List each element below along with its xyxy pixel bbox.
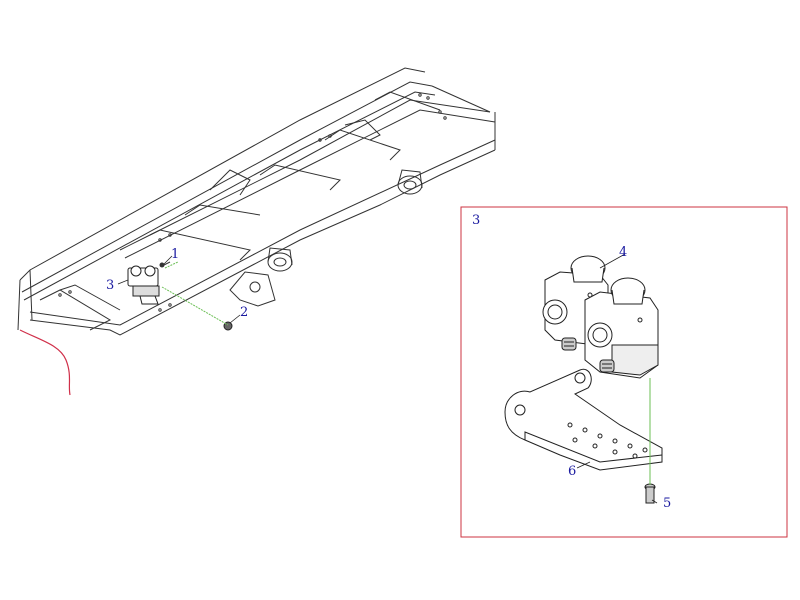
callout-detail-3: 3	[472, 213, 481, 228]
cut-line	[19, 329, 71, 396]
callout-main-3: 3	[106, 278, 115, 293]
callout-main-2: 2	[240, 305, 249, 320]
spring-bracket	[229, 271, 276, 307]
callout-leaders	[117, 253, 658, 504]
callout-detail-6: 6	[568, 464, 577, 479]
callout-detail-5: 5	[663, 496, 672, 511]
valve-assembly-small	[127, 265, 160, 305]
spring-hanger-mid	[267, 247, 293, 272]
chassis-frame	[17, 67, 496, 396]
spring-hanger-rear	[397, 169, 423, 195]
callout-detail-4: 4	[619, 245, 628, 260]
callout-main-1: 1	[171, 247, 180, 262]
bolt-small	[159, 261, 171, 268]
mounting-bolt	[644, 483, 656, 504]
detail-frame	[460, 206, 788, 538]
valve-assembly	[542, 255, 659, 379]
mounting-bracket	[504, 368, 663, 471]
leader-lines-main	[161, 261, 229, 326]
